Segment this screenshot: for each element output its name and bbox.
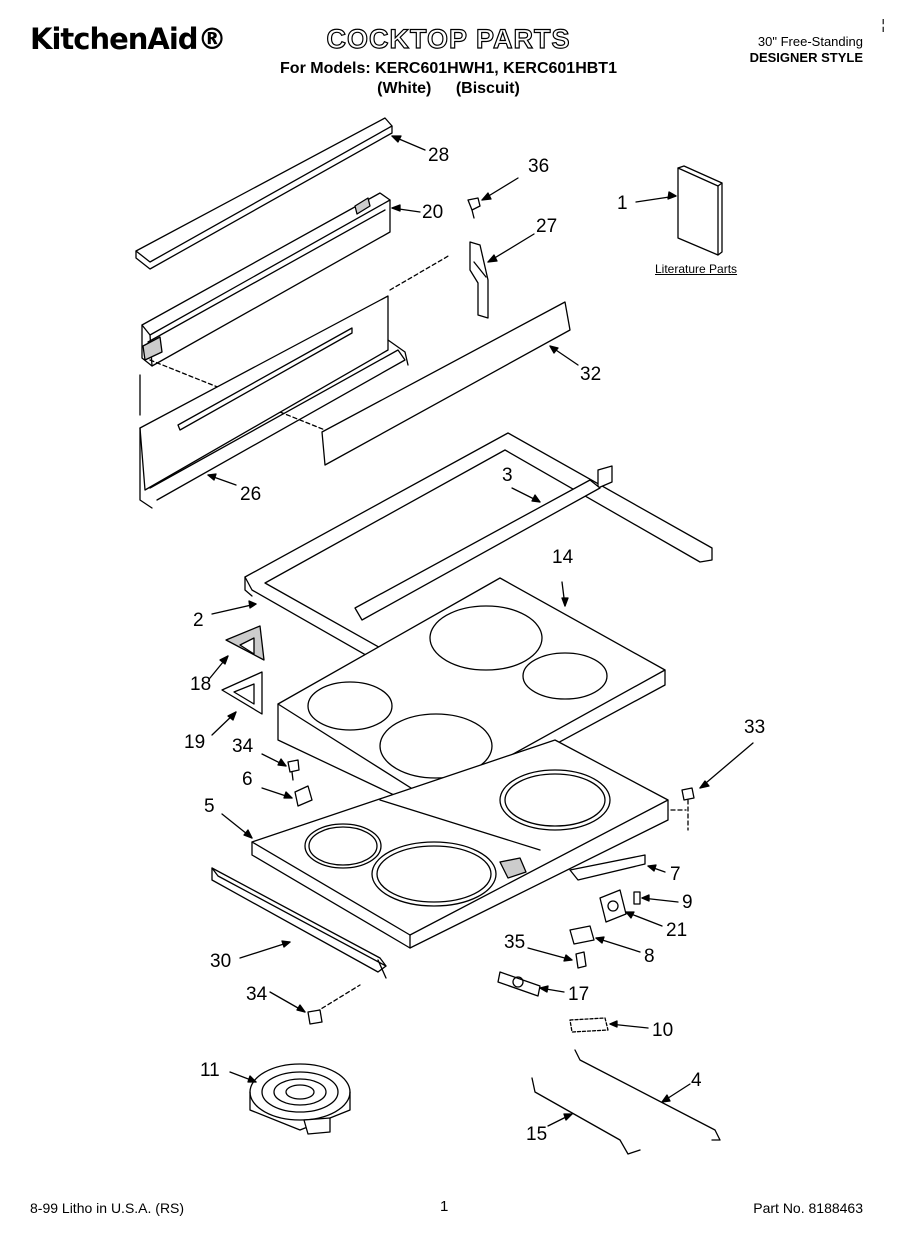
variant-white: (White): [377, 80, 432, 97]
part-30-front-trim: [211, 867, 387, 979]
callout-4: 4: [691, 1070, 702, 1091]
part-9-screw: [633, 891, 641, 905]
brand-logo: KitchenAid®: [30, 22, 227, 56]
callout-15: 15: [526, 1124, 547, 1145]
part-18-badge: [225, 625, 265, 661]
variant-biscuit: (Biscuit): [455, 80, 520, 97]
part-21-plate: [599, 889, 627, 923]
callout-28: 28: [428, 145, 449, 166]
part-32-backguard: [321, 301, 571, 466]
footer-page-number: 1: [440, 1198, 449, 1215]
callout-2: 2: [193, 610, 204, 631]
part-10-harness: [569, 1017, 609, 1033]
callout-5: 5: [204, 796, 215, 817]
callout-10: 10: [652, 1020, 673, 1041]
part-19-gasket: [221, 671, 263, 715]
leader-arrows: [207, 135, 754, 1127]
part-1-literature: [677, 165, 723, 256]
callout-8: 8: [644, 946, 655, 967]
footer-part-number: Part No. 8188463: [753, 1200, 863, 1216]
callout-17: 17: [568, 984, 589, 1005]
callout-27: 27: [536, 216, 557, 237]
part-11-element: [249, 1063, 351, 1135]
footer-print-info: 8-99 Litho in U.S.A. (RS): [30, 1200, 185, 1216]
page-title: COCKTOP PARTS: [0, 23, 897, 55]
page-title-text: COCKTOP PARTS: [326, 23, 571, 54]
part-6-clip: [294, 785, 313, 807]
part-4-rod: [574, 1049, 721, 1141]
callout-34-upper: 34: [232, 736, 254, 757]
callout-1: 1: [617, 193, 628, 214]
callout-30: 30: [210, 951, 231, 972]
callout-3: 3: [502, 465, 513, 486]
part-33-screw: [681, 787, 695, 801]
callout-21: 21: [666, 920, 687, 941]
callout-34-lower: 34: [246, 984, 268, 1005]
callout-6: 6: [242, 769, 253, 790]
part-28-trim: [135, 117, 393, 270]
literature-parts-label: Literature Parts: [655, 262, 737, 276]
part-20-channel: [141, 192, 391, 367]
callout-labels: 28 36 20 1 27 32 3 26 14 2 18 19 34 33 6…: [184, 145, 765, 1145]
part-5-burner-box: [251, 739, 669, 949]
subtitle-style: DESIGNER STYLE: [749, 50, 863, 65]
part-26-rear-panel: [139, 295, 409, 509]
part-34-screw-lower: [307, 1009, 323, 1025]
callout-26: 26: [240, 484, 261, 505]
part-8-clip: [569, 925, 595, 945]
models-line: For Models: KERC601HWH1, KERC601HBT1: [280, 60, 617, 77]
corner-mark: ¦: [881, 16, 885, 32]
literature-parts-text: Literature Parts: [655, 262, 738, 276]
callout-36: 36: [528, 156, 549, 177]
callout-19: 19: [184, 732, 205, 753]
variants-line: (White) (Biscuit): [0, 80, 897, 98]
subtitle-size: 30" Free-Standing: [757, 34, 863, 49]
part-15-rod: [531, 1077, 641, 1155]
callout-9: 9: [682, 892, 693, 913]
part-35-screw: [575, 951, 587, 969]
callout-33: 33: [744, 717, 765, 738]
part-17-terminal: [497, 971, 541, 997]
callout-7: 7: [670, 864, 681, 885]
part-36-screw: [467, 197, 481, 219]
part-34-screw-upper: [287, 759, 300, 781]
part-14-glass-top: [277, 479, 666, 813]
callout-14: 14: [552, 547, 574, 568]
callout-11: 11: [200, 1060, 220, 1081]
part-7-bracket: [569, 854, 646, 881]
callout-35: 35: [504, 932, 525, 953]
callout-18: 18: [190, 674, 211, 695]
callout-32: 32: [580, 364, 601, 385]
callout-20: 20: [422, 202, 443, 223]
part-27-bracket: [469, 241, 489, 319]
